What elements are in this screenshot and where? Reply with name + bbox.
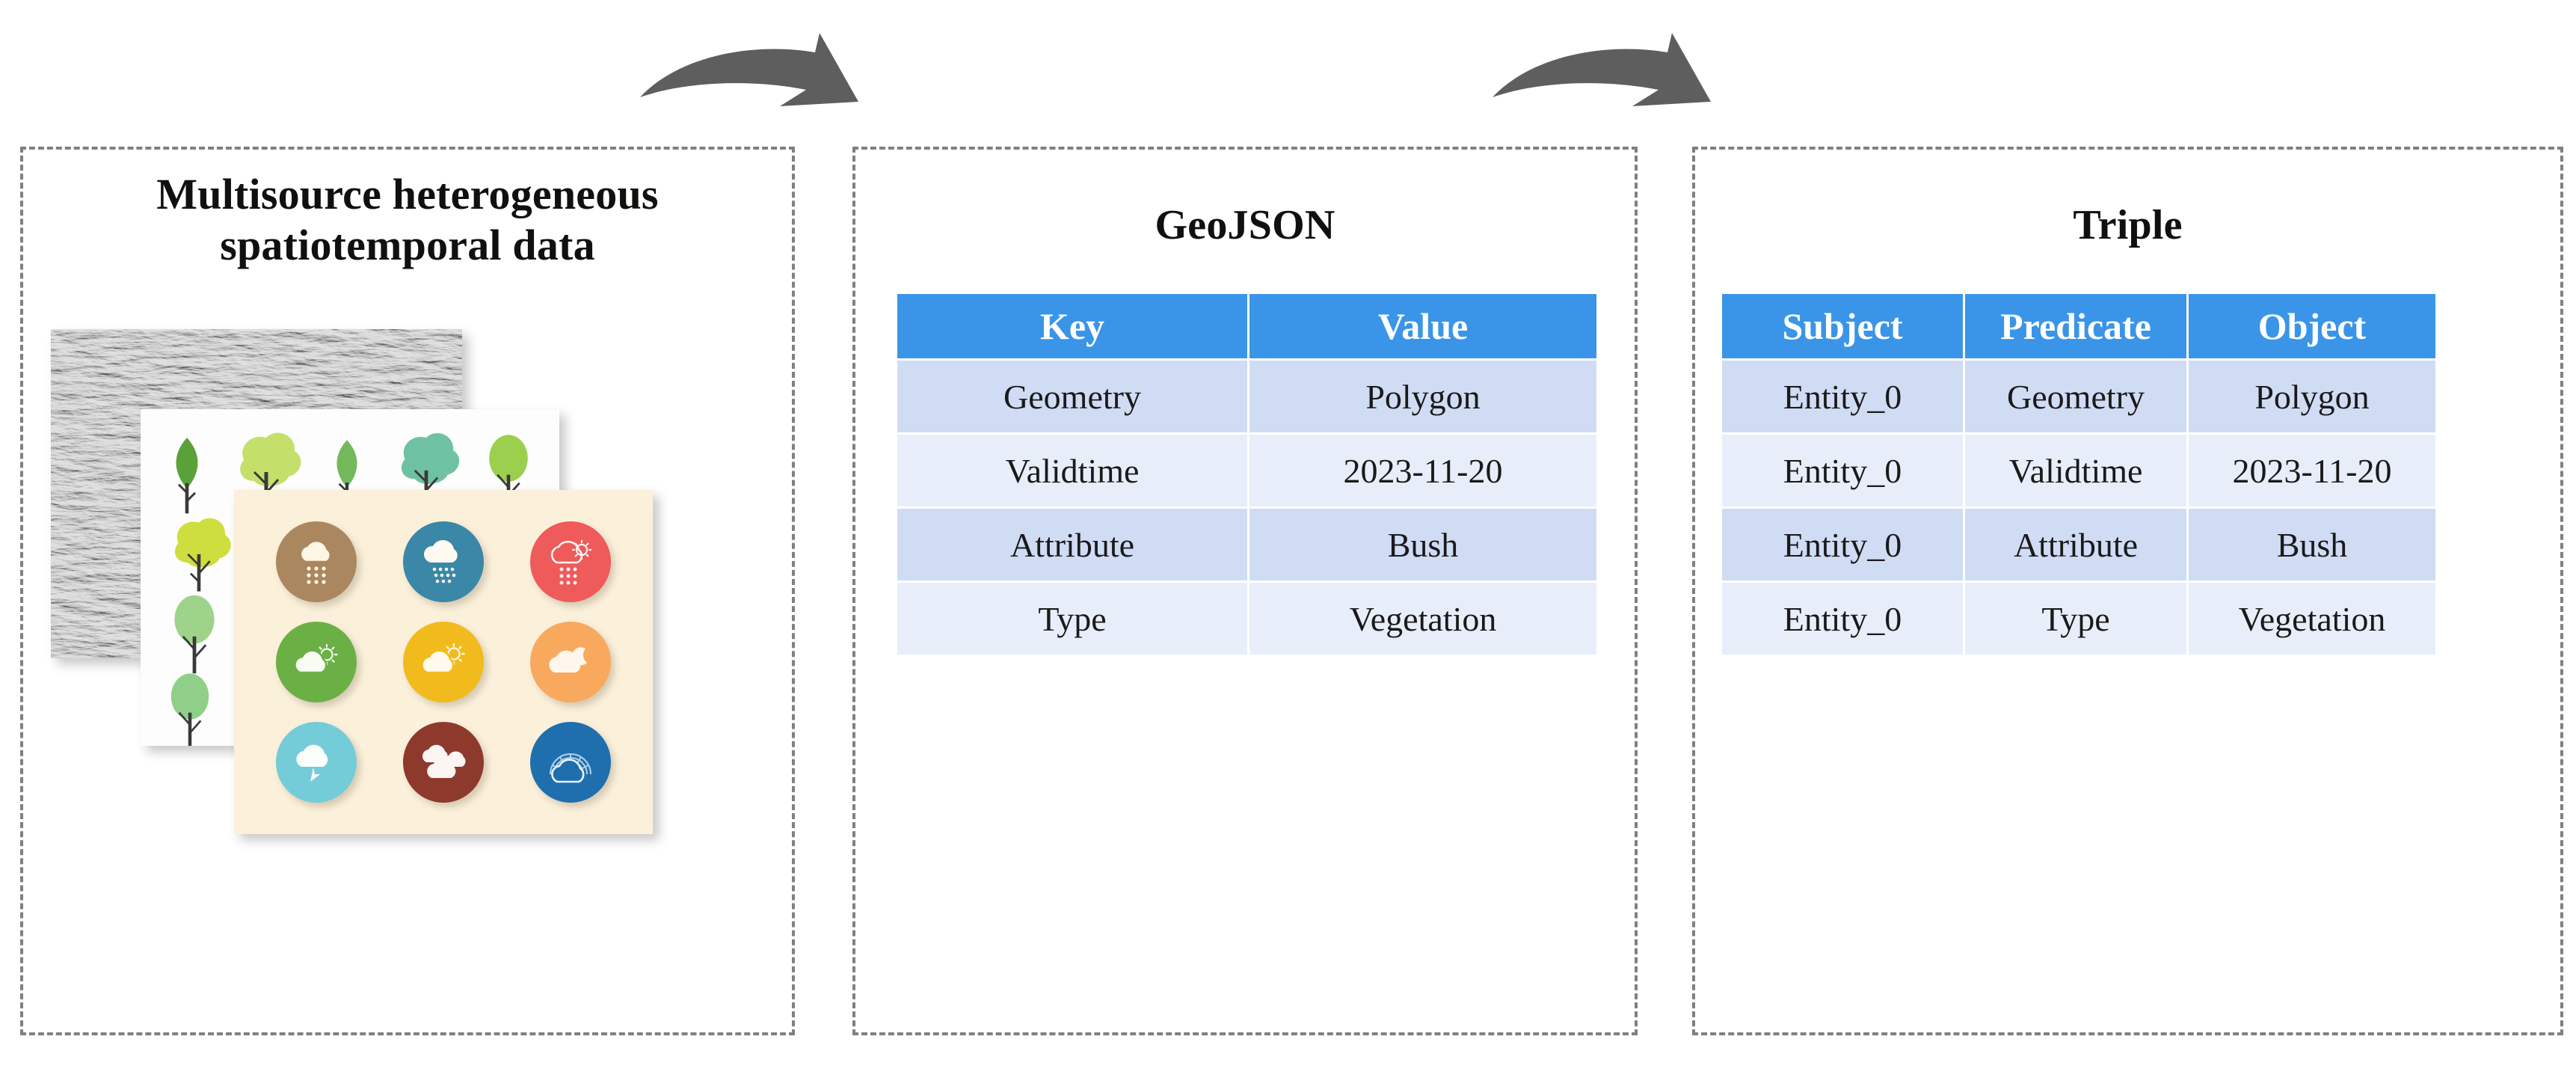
column-header-subject: Subject [1722, 294, 1963, 358]
weather-cell [382, 514, 505, 610]
cloud-rain-icon [276, 521, 357, 602]
table-header-row: Key Value [897, 294, 1596, 358]
cell-object: Polygon [2189, 361, 2435, 432]
cell-value: Vegetation [1249, 583, 1596, 655]
table-header-row: Subject Predicate Object [1722, 294, 2435, 358]
cell-predicate: Validtime [1965, 435, 2186, 506]
column-header-key: Key [897, 294, 1247, 358]
cell-subject: Entity_0 [1722, 435, 1963, 506]
cell-value: 2023-11-20 [1249, 435, 1596, 506]
table-row: Entity_0 Validtime 2023-11-20 [1722, 435, 2435, 506]
table-row: Geometry Polygon [897, 361, 1596, 432]
cell-subject: Entity_0 [1722, 361, 1963, 432]
weather-icon-layer [234, 490, 653, 834]
cloud-snow-icon [403, 521, 484, 602]
source-title-line-2: spatiotemporal data [220, 221, 595, 270]
panel-geojson [852, 147, 1638, 1035]
cell-subject: Entity_0 [1722, 583, 1963, 655]
table-row: Validtime 2023-11-20 [897, 435, 1596, 506]
cell-key: Validtime [897, 435, 1247, 506]
weather-cell [382, 714, 505, 810]
weather-cell [509, 614, 632, 710]
cell-value: Polygon [1249, 361, 1596, 432]
geojson-key-value-table: Key Value Geometry Polygon Validtime 202… [895, 292, 1599, 657]
cloud-lightning-icon [276, 722, 357, 803]
weather-cell [382, 614, 505, 710]
cell-value: Bush [1249, 509, 1596, 581]
cell-key: Attribute [897, 509, 1247, 581]
column-header-value: Value [1249, 294, 1596, 358]
weather-cell [509, 514, 632, 610]
weather-cell [255, 714, 378, 810]
triple-panel-title: Triple [2073, 202, 2183, 248]
cell-object: 2023-11-20 [2189, 435, 2435, 506]
table-row: Type Vegetation [897, 583, 1596, 655]
cell-object: Vegetation [2189, 583, 2435, 655]
cell-predicate: Type [1965, 583, 2186, 655]
cell-key: Geometry [897, 361, 1247, 432]
source-title-line-1: Multisource heterogeneous [156, 170, 659, 218]
table-row: Attribute Bush [897, 509, 1596, 581]
table-row: Entity_0 Attribute Bush [1722, 509, 2435, 581]
cell-key: Type [897, 583, 1247, 655]
table-row: Entity_0 Type Vegetation [1722, 583, 2435, 655]
weather-cell [255, 514, 378, 610]
source-panel-title: Multisource heterogeneous spatiotemporal… [20, 169, 795, 272]
weather-cell [509, 714, 632, 810]
panel-triple [1692, 147, 2563, 1035]
weather-icon-grid [234, 490, 653, 834]
triple-table: Subject Predicate Object Entity_0 Geomet… [1720, 292, 2438, 657]
cell-predicate: Geometry [1965, 361, 2186, 432]
panel-multisource-data [20, 147, 795, 1035]
weather-cell [255, 614, 378, 710]
geojson-panel-title: GeoJSON [1155, 202, 1335, 248]
cloud-sun-rain-icon [530, 521, 611, 602]
arrow-geojson-to-triple-icon [1493, 33, 1711, 106]
cloud-moon-icon [530, 622, 611, 702]
cell-object: Bush [2189, 509, 2435, 581]
column-header-predicate: Predicate [1965, 294, 2186, 358]
clouds-overcast-icon [403, 722, 484, 803]
cell-subject: Entity_0 [1722, 509, 1963, 581]
table-row: Entity_0 Geometry Polygon [1722, 361, 2435, 432]
cloud-sun-bright-icon [403, 622, 484, 702]
layered-data-stack [45, 322, 748, 913]
cell-predicate: Attribute [1965, 509, 2186, 581]
cloud-sun-icon [276, 622, 357, 702]
cloud-rainbow-icon [530, 722, 611, 803]
arrow-source-to-geojson-icon [640, 33, 858, 106]
column-header-object: Object [2189, 294, 2435, 358]
